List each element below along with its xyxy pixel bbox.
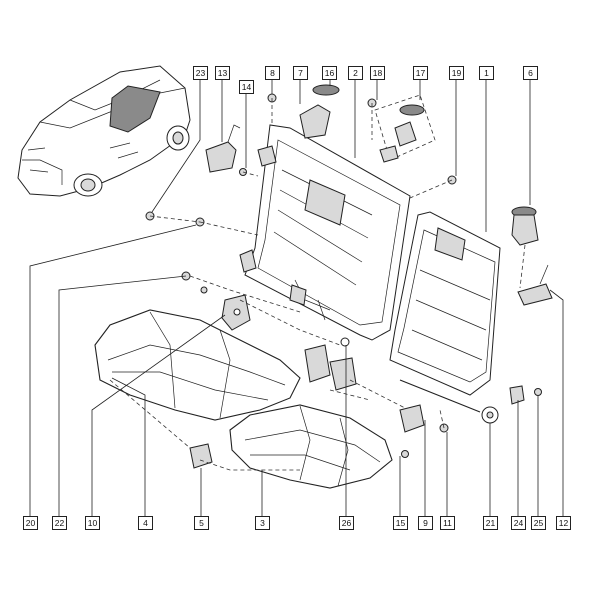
latch-assembly-7-16: [299, 84, 340, 139]
leader-lines: [29, 80, 564, 516]
bracket-12: [517, 264, 553, 306]
bracket-9: [399, 404, 425, 433]
seat-back-frame: [239, 124, 411, 341]
callout-23: 23: [193, 66, 208, 80]
latch-6: [511, 206, 539, 246]
callout-12: 12: [556, 516, 571, 530]
callout-15: 15: [393, 516, 408, 530]
assembly-guide-lines: [109, 98, 526, 471]
callout-26: 26: [339, 516, 354, 530]
hinge-21: [399, 379, 499, 424]
callout-5: 5: [194, 516, 209, 530]
callout-13: 13: [215, 66, 230, 80]
callout-11: 11: [440, 516, 455, 530]
callout-8: 8: [265, 66, 280, 80]
callout-9: 9: [418, 516, 433, 530]
callout-17: 17: [413, 66, 428, 80]
callout-20: 20: [23, 516, 38, 530]
callout-19: 19: [449, 66, 464, 80]
strap-24: [509, 385, 525, 405]
callout-24: 24: [511, 516, 526, 530]
seat-cushion-frame-left: [94, 309, 301, 421]
callout-4: 4: [138, 516, 153, 530]
callout-16: 16: [322, 66, 337, 80]
seat-cushion-frame-right: [229, 404, 393, 489]
seat-back-frame-right: [389, 211, 501, 396]
callout-6: 6: [523, 66, 538, 80]
bracket-26: [304, 344, 357, 391]
latch-assembly-17: [374, 94, 436, 163]
callout-14: 14: [239, 80, 254, 94]
callout-7: 7: [293, 66, 308, 80]
hinge-bracket-13: [205, 124, 241, 173]
callout-2: 2: [348, 66, 363, 80]
callout-10: 10: [85, 516, 100, 530]
callout-18: 18: [370, 66, 385, 80]
callout-3: 3: [255, 516, 270, 530]
bracket-5: [189, 443, 213, 469]
callout-22: 22: [52, 516, 67, 530]
fasteners: [145, 93, 542, 458]
callout-1: 1: [479, 66, 494, 80]
callout-25: 25: [531, 516, 546, 530]
bracket-10: [221, 294, 251, 331]
car-illustration: [17, 65, 191, 197]
callout-21: 21: [483, 516, 498, 530]
